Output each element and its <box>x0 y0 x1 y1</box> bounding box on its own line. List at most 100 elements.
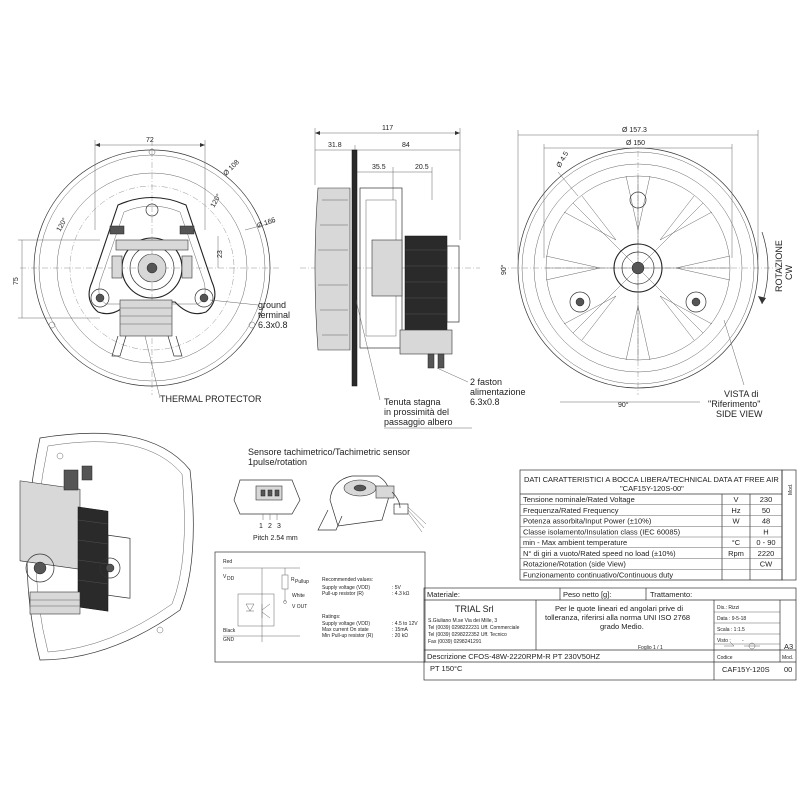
dim-84: 84 <box>402 142 410 149</box>
dim-d108: Ø 108 <box>222 159 241 178</box>
label-thermal-protector: THERMAL PROTECTOR <box>160 394 262 404</box>
rpullup-sub: Pullup <box>295 579 309 585</box>
label-ground-terminal-3: 6.3x0.8 <box>258 320 288 330</box>
tb-company: TRIAL Srl <box>455 604 494 614</box>
dim-117: 117 <box>382 125 393 132</box>
recommended-title: Recommended values: <box>322 577 373 583</box>
dim-120-left: 120° <box>55 216 69 233</box>
tb-mod-value: 00 <box>784 665 792 674</box>
table-subtitle: "CAF15Y-120S-00" <box>620 484 684 493</box>
table-cell-param: N° di giri a vuoto/Rated speed no load (… <box>523 549 676 558</box>
pin-2: 2 <box>268 523 272 530</box>
recommended-1-value: : 5V <box>392 585 402 591</box>
table-cell-param: min - Max ambient temperature <box>523 538 627 547</box>
tb-codice-label: Codice <box>717 655 733 661</box>
rear-view: Ø 157.3 Ø 150 Ø 4.5 90° 90° ROTAZIONE CW… <box>500 127 794 419</box>
dim-75: 75 <box>13 277 20 285</box>
rating-3-name: Min Pull-up resistor (R) <box>322 633 373 639</box>
label-faston-1: 2 faston <box>470 377 502 387</box>
table-cell-param: Classe isolamento/Insulation class (IEC … <box>523 527 681 536</box>
pin-3: 3 <box>277 523 281 530</box>
dim-90-left: 90° <box>500 264 508 275</box>
tb-format: A3 <box>784 642 793 651</box>
table-cell-param: Funzionamento continuativo/Continuous du… <box>523 570 673 579</box>
table-cell-value: H <box>763 527 768 536</box>
pitch-label: Pitch 2.54 mm <box>253 535 298 542</box>
table-cell-value: CW <box>760 560 773 569</box>
label-vista-1: VISTA di <box>724 389 758 399</box>
dim-20-5: 20.5 <box>415 164 429 171</box>
front-view: 72 75 23 Ø 108 Ø 166 120° 120° ground te… <box>13 137 290 404</box>
table-cell-unit: °C <box>732 538 741 547</box>
table-cell-value: 48 <box>762 517 770 526</box>
sensor-schematic: Red V DD R Pullup White V OUT Black GND … <box>214 551 426 663</box>
table-cell-param: Tensione nominale/Rated Voltage <box>523 495 635 504</box>
label-rotazione: ROTAZIONE <box>774 240 784 292</box>
table-cell-value: 2220 <box>758 549 775 558</box>
label-vista-3: SIDE VIEW <box>716 409 763 419</box>
tb-mod-label: Mod. <box>782 655 793 661</box>
table-cell-value: 0 - 90 <box>756 538 775 547</box>
tachometric-sensor: Sensore tachimetrico/Tachimetric sensor … <box>233 447 427 542</box>
tb-tolerance-3: grado Medio. <box>600 622 644 631</box>
tb-data: Data : 9-5-18 <box>717 616 746 622</box>
sensor-title-2: 1pulse/rotation <box>248 457 307 467</box>
table-cell-value: 50 <box>762 506 770 515</box>
tb-peso: Peso netto [g]: <box>563 590 611 599</box>
table-cell-param: Rotazione/Rotation (side View) <box>523 560 626 569</box>
table-cell-unit: V <box>733 495 738 504</box>
vdd-sub: DD <box>227 576 235 582</box>
rating-3-value: : 20 kΩ <box>392 633 408 639</box>
rating-2-name: Max current On state <box>322 627 369 633</box>
wire-red-label: Red <box>223 559 232 565</box>
tb-tel2: Tel (0039) 0298222352 Uff. Tecnico <box>428 632 507 638</box>
tb-trattamento: Trattamento: <box>650 590 692 599</box>
table-cell-param: Frequenza/Rated Frequency <box>523 506 619 515</box>
tb-dis: Dis.: Rizzi <box>717 605 739 611</box>
tb-address: S.Giuliano M.se Via dei Mille, 3 <box>428 618 497 624</box>
table-cell-unit: Hz <box>731 506 740 515</box>
table-title: DATI CARATTERISTICI A BOCCA LIBERA/TECHN… <box>524 475 779 484</box>
vout-label: V OUT <box>292 604 307 610</box>
dim-23: 23 <box>217 250 224 258</box>
dim-31-8: 31.8 <box>328 142 342 149</box>
table-cell-unit: W <box>732 517 740 526</box>
label-tenuta-1: Tenuta stagna <box>384 397 441 407</box>
tb-fax: Fax (0039) 0298241291 <box>428 639 482 645</box>
label-tenuta-2: in prossimità del <box>384 407 449 417</box>
label-cw: CW <box>784 265 794 280</box>
dim-d4-5: Ø 4.5 <box>556 151 571 169</box>
tb-codice-value: CAF15Y-120S <box>722 665 770 674</box>
recommended-2-name: Pull-up resistor (R) <box>322 591 364 597</box>
table-mod-label: Mod. <box>788 484 794 495</box>
tb-tolerance-2: tolleranza, riferirsi alla norma UNI ISO… <box>545 613 690 622</box>
label-vista-2: "Riferimento" <box>708 399 760 409</box>
side-view: 117 31.8 84 35.5 20.5 <box>300 125 526 429</box>
tb-visto: Visto : <box>717 638 731 644</box>
gnd-label: GND <box>223 637 235 643</box>
wire-black-label: Black <box>223 628 236 634</box>
tb-descrizione: Descrizione CFOS-48W-2220RPM-R PT 230V50… <box>427 652 601 661</box>
label-faston-2: alimentazione <box>470 387 526 397</box>
label-tenuta-3: passaggio albero <box>384 417 453 427</box>
tb-materiale: Materiale: <box>427 590 460 599</box>
wire-white-label: White <box>292 593 305 599</box>
tb-pt: PT 150°C <box>430 664 463 673</box>
vdd-label: V <box>223 574 227 580</box>
dim-90-bottom: 90° <box>618 401 629 409</box>
technical-data-table: Mod. DATI CARATTERISTICI A BOCCA LIBERA/… <box>519 469 797 581</box>
tb-scala: Scala : 1:1.5 <box>717 627 745 633</box>
isometric-view <box>19 432 194 661</box>
title-block: Materiale: Peso netto [g]: Trattamento: … <box>423 587 797 681</box>
dim-d150: Ø 150 <box>626 140 645 147</box>
sensor-title-1: Sensore tachimetrico/Tachimetric sensor <box>248 447 410 457</box>
label-faston-3: 6.3x0.8 <box>470 397 500 407</box>
rating-1-value: : 4.5 to 12V <box>392 621 418 627</box>
ratings-title: Ratings: <box>322 614 340 620</box>
pin-1: 1 <box>259 523 263 530</box>
recommended-2-value: : 4.3 kΩ <box>392 591 410 597</box>
recommended-1-name: Supply voltage (VDD) <box>322 585 370 591</box>
table-cell-param: Potenza assorbita/Input Power (±10%) <box>523 517 652 526</box>
tb-foglio: Foglio 1 / 1 <box>638 645 663 651</box>
label-ground-terminal-1: ground <box>258 300 286 310</box>
